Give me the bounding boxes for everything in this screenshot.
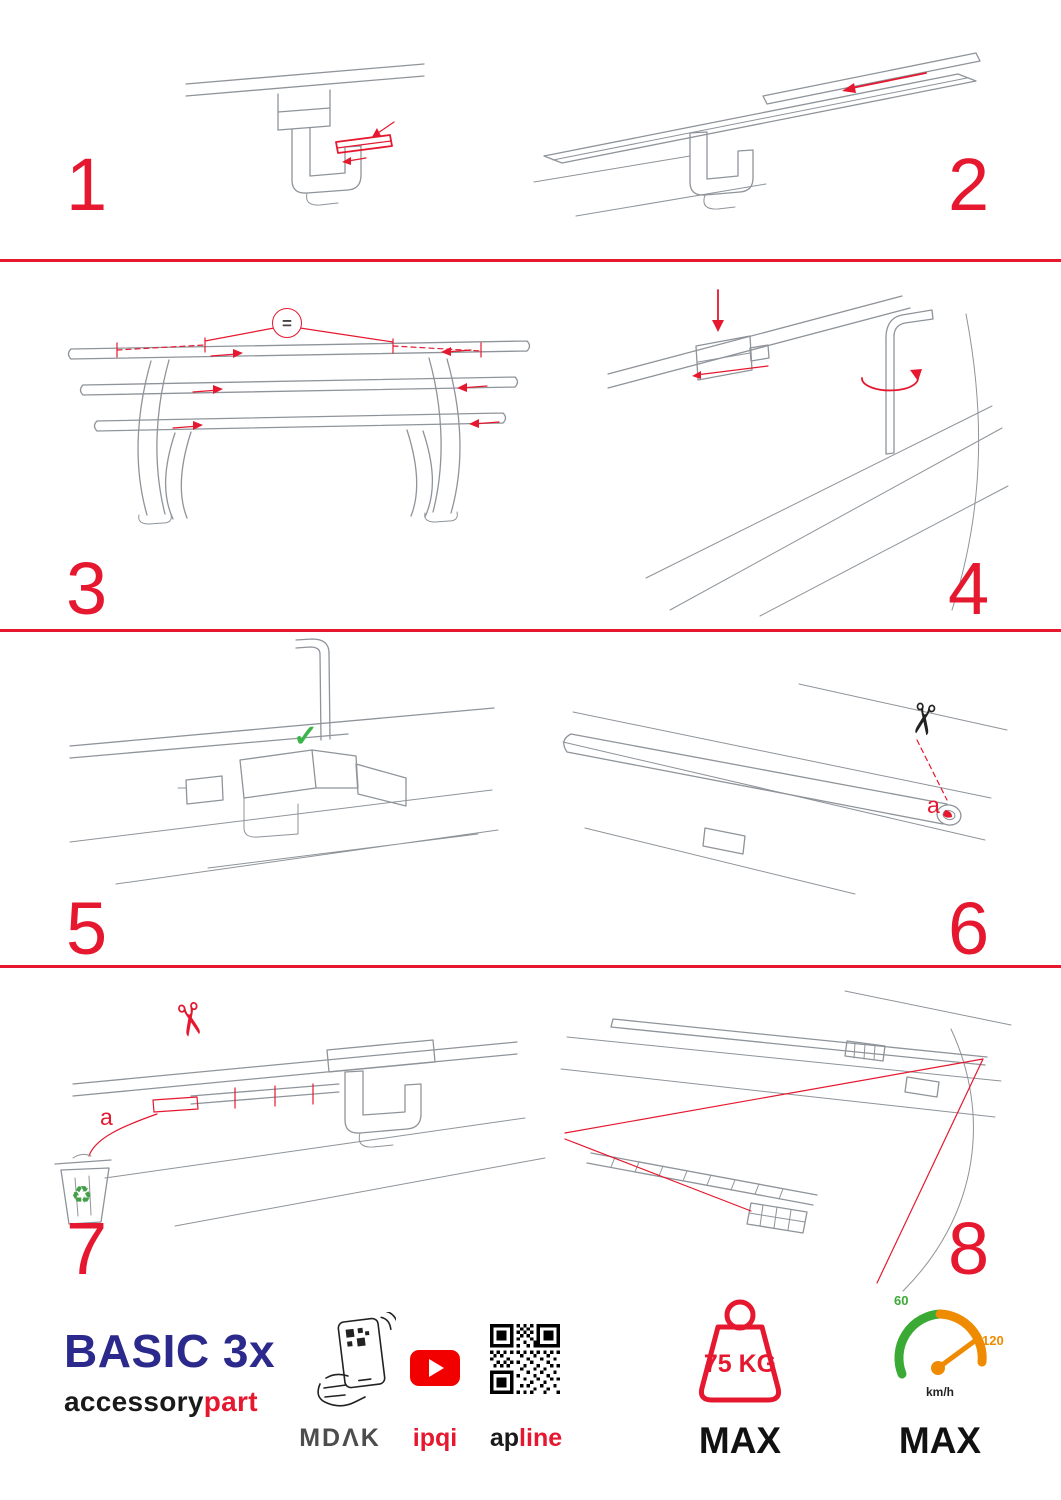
section-divider-3	[0, 965, 1061, 968]
recycle-icon: ♻	[71, 1182, 93, 1209]
step-8-panel	[555, 985, 1015, 1295]
step-3-number: 3	[66, 547, 108, 630]
apline-logo: apline	[484, 1424, 568, 1453]
ipqi-logo: ipqi	[412, 1424, 458, 1452]
step1-clamp-illustration	[185, 63, 425, 206]
speed-max-label: MAX	[898, 1420, 982, 1461]
step-1-panel	[180, 50, 430, 230]
weight-max-label: MAX	[698, 1420, 782, 1461]
speed-60-label: 60	[894, 1293, 909, 1308]
speedometer-icon: 60 120 km/h	[878, 1292, 1004, 1406]
step-4-number: 4	[948, 547, 990, 630]
equal-spacing-badge: =	[272, 308, 302, 338]
step6-cut-strip-illustration	[562, 683, 1008, 895]
step-8-number: 8	[948, 1207, 990, 1290]
step-5-panel: ✓	[58, 638, 508, 898]
cut-label-a-2: a	[100, 1104, 113, 1130]
brand-block: BASIC 3x accessorypart	[64, 1328, 275, 1416]
step-2-number: 2	[948, 143, 990, 226]
step-3-panel: =	[55, 283, 545, 553]
weight-limit-icon: 75 KG	[678, 1296, 802, 1416]
phone-scan-icon	[312, 1310, 400, 1416]
youtube-icon	[410, 1350, 460, 1386]
step2-bar-slide-illustration	[533, 52, 981, 217]
youtube-play-triangle	[429, 1359, 444, 1377]
section-divider-2	[0, 629, 1061, 632]
qr-code	[490, 1324, 560, 1398]
cut-label-a: a	[927, 792, 940, 818]
step-4-panel	[600, 278, 1010, 618]
brand-part: part	[203, 1386, 258, 1417]
step-6-panel: ✂ a	[555, 678, 1010, 908]
step7-trim-discard-illustration	[54, 1039, 546, 1227]
step-7-panel: ✂ a ♻	[45, 988, 546, 1238]
step4-hexkey-tighten-illustration	[607, 289, 1009, 617]
mdak-logo: MDΛK	[299, 1424, 381, 1452]
brand-wordmark: accessorypart	[64, 1388, 275, 1416]
step-2-panel	[530, 30, 1000, 230]
brand-accessory: accessory	[64, 1386, 204, 1417]
apline-ap: ap	[489, 1424, 520, 1452]
speed-unit-label: km/h	[925, 1385, 954, 1399]
step3-bars-alignment-illustration	[67, 327, 531, 525]
step8-end-caps-illustration	[560, 990, 1012, 1292]
step-6-number: 6	[948, 887, 990, 970]
apline-line: line	[519, 1424, 563, 1452]
step-5-number: 5	[66, 887, 108, 970]
check-icon: ✓	[293, 720, 319, 753]
weight-value: 75 KG	[703, 1350, 777, 1378]
section-divider-1	[0, 259, 1061, 262]
product-name: BASIC 3x	[64, 1325, 276, 1377]
speed-120-label: 120	[982, 1333, 1004, 1348]
step-7-number: 7	[66, 1207, 108, 1290]
step-1-number: 1	[66, 143, 108, 226]
scissors-icon: ✂	[896, 697, 950, 741]
step5-rod-check-illustration	[69, 638, 499, 885]
